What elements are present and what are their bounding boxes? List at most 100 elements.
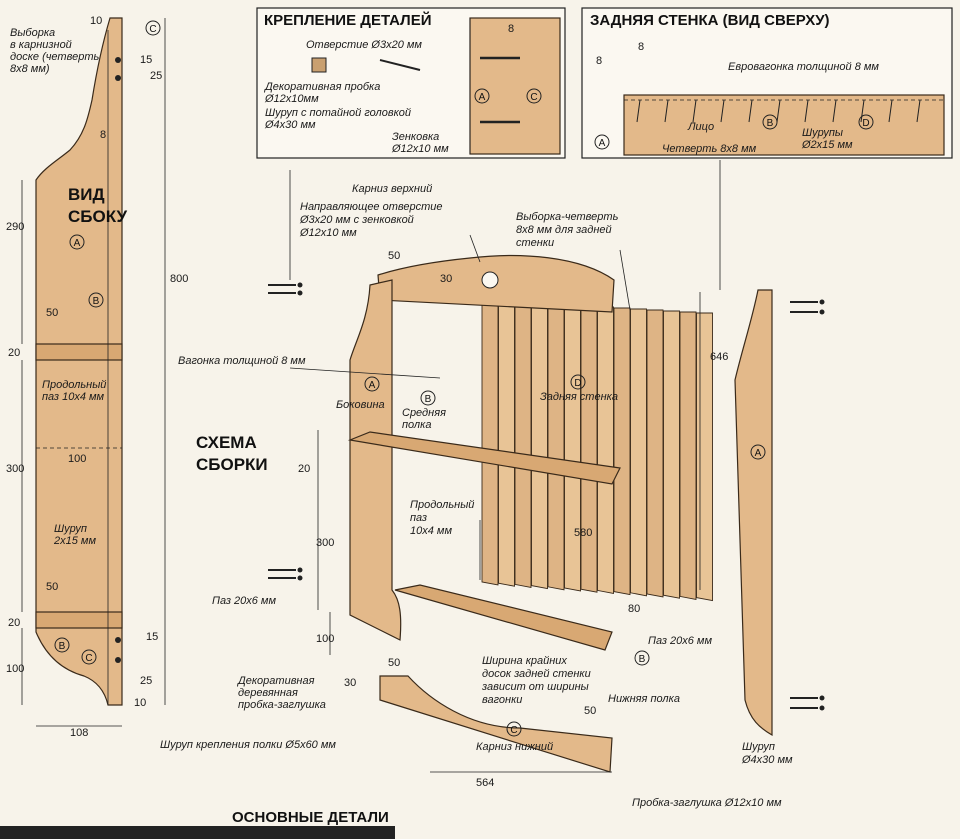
fasten-label-hole: Отверстие Ø3х20 мм xyxy=(306,39,422,51)
part-a-mark-fasten: A xyxy=(479,92,486,103)
back-wall-boards xyxy=(481,299,713,602)
side-dim: 290 xyxy=(6,221,24,233)
asm-label-side: Боковина xyxy=(336,399,385,411)
fasten-dim-8: 8 xyxy=(508,23,514,35)
part-b-mark-mid: B xyxy=(425,394,432,405)
part-c-mark-side: C xyxy=(85,653,92,664)
plug-icon xyxy=(311,57,327,73)
middle-shelf xyxy=(347,431,621,485)
back-label-face: Лицо xyxy=(687,121,714,133)
asm-dim: 100 xyxy=(316,633,334,645)
part-c-mark-fasten: C xyxy=(530,92,537,103)
side-dim: 8 xyxy=(100,129,106,141)
asm-label-top-cornice: Карниз верхний xyxy=(352,183,432,195)
asm-dim: 300 xyxy=(316,537,334,549)
asm-label-shelf-screw: Шуруп крепления полки Ø5х60 мм xyxy=(160,739,336,751)
assembly-scheme: A B D A B C СХЕМА СБОРКИ Карниз верхнийН… xyxy=(160,160,825,809)
side-shelf-groove-top xyxy=(35,343,123,361)
side-dim: 300 xyxy=(6,463,24,475)
part-b-mark-bottom: B xyxy=(639,654,646,665)
asm-dim: 30 xyxy=(440,273,452,285)
bottom-shelf xyxy=(394,584,613,651)
assembly-title-1: СХЕМА xyxy=(196,433,257,452)
side-dim: 100 xyxy=(68,453,86,465)
side-view-title-2: СБОКУ xyxy=(68,207,128,226)
assembly-title-2: СБОРКИ xyxy=(196,455,268,474)
side-dim: 25 xyxy=(150,70,162,82)
side-dim: 800 xyxy=(170,273,188,285)
asm-dim: 646 xyxy=(710,351,728,363)
back-top-wood xyxy=(623,94,945,156)
asm-dim: 20 xyxy=(298,463,310,475)
asm-dim: 580 xyxy=(574,527,592,539)
asm-dim: 564 xyxy=(476,777,494,789)
side-dim: 50 xyxy=(46,307,58,319)
side-dim: 108 xyxy=(70,727,88,739)
side-shelf-groove-bottom xyxy=(35,611,123,629)
asm-label-lower-cornice: Карниз нижний xyxy=(476,741,553,753)
part-a-mark-left: A xyxy=(369,380,376,391)
side-panel-profile xyxy=(35,17,123,706)
asm-dim: 50 xyxy=(584,705,596,717)
side-dim: 50 xyxy=(46,581,58,593)
part-c-mark-top: C xyxy=(149,24,156,35)
part-d-mark-assembly: D xyxy=(574,378,581,389)
asm-label-groove-left: Паз 20х6 мм xyxy=(212,595,276,607)
part-b-mark-side2: B xyxy=(59,641,66,652)
side-dim: 15 xyxy=(146,631,158,643)
back-label-board: Евровагонка толщиной 8 мм xyxy=(728,61,879,73)
side-dim: 20 xyxy=(8,347,20,359)
asm-dim: 30 xyxy=(344,677,356,689)
part-a-mark-side: A xyxy=(74,238,81,249)
asm-label-back-wall: Задняя стенка xyxy=(540,391,618,403)
main-parts-title: ОСНОВНЫЕ ДЕТАЛИ xyxy=(232,809,389,826)
asm-dim: 80 xyxy=(628,603,640,615)
part-c-mark-lower: C xyxy=(510,725,517,736)
asm-dim: 50 xyxy=(388,250,400,262)
side-view-title-1: ВИД xyxy=(68,185,105,204)
back-dim-8b: 8 xyxy=(596,55,602,67)
fastening-title: КРЕПЛЕНИЕ ДЕТАЛЕЙ xyxy=(264,11,432,29)
left-side-panel xyxy=(349,279,402,641)
back-dim-8a: 8 xyxy=(638,41,644,53)
side-dim: 20 xyxy=(8,617,20,629)
asm-label-bottom-shelf: Нижняя полка xyxy=(608,693,680,705)
part-b-mark-back: B xyxy=(767,118,774,129)
fastening-box: A C КРЕПЛЕНИЕ ДЕТАЛЕЙ Отверстие Ø3х20 мм… xyxy=(256,7,566,159)
right-side-panel xyxy=(734,289,773,737)
back-top-title: ЗАДНЯЯ СТЕНКА (ВИД СВЕРХУ) xyxy=(590,12,830,29)
asm-dim: 50 xyxy=(388,657,400,669)
back-label-rabbet: Четверть 8х8 мм xyxy=(662,143,757,155)
asm-label-plug-right: Пробка-заглушка Ø12х10 мм xyxy=(632,797,782,809)
asm-label-lining: Вагонка толщиной 8 мм xyxy=(178,355,306,367)
side-dim: 10 xyxy=(90,15,102,27)
side-dim: 15 xyxy=(140,54,152,66)
part-a-mark-right: A xyxy=(755,448,762,459)
part-b-mark-side: B xyxy=(93,296,100,307)
lower-cornice xyxy=(379,675,613,773)
side-dim: 25 xyxy=(140,675,152,687)
screw-icon xyxy=(379,59,421,71)
side-dim: 10 xyxy=(134,697,146,709)
part-d-mark-back: D xyxy=(862,118,869,129)
part-a-mark-back: A xyxy=(599,138,606,149)
fastening-wood xyxy=(469,17,561,155)
